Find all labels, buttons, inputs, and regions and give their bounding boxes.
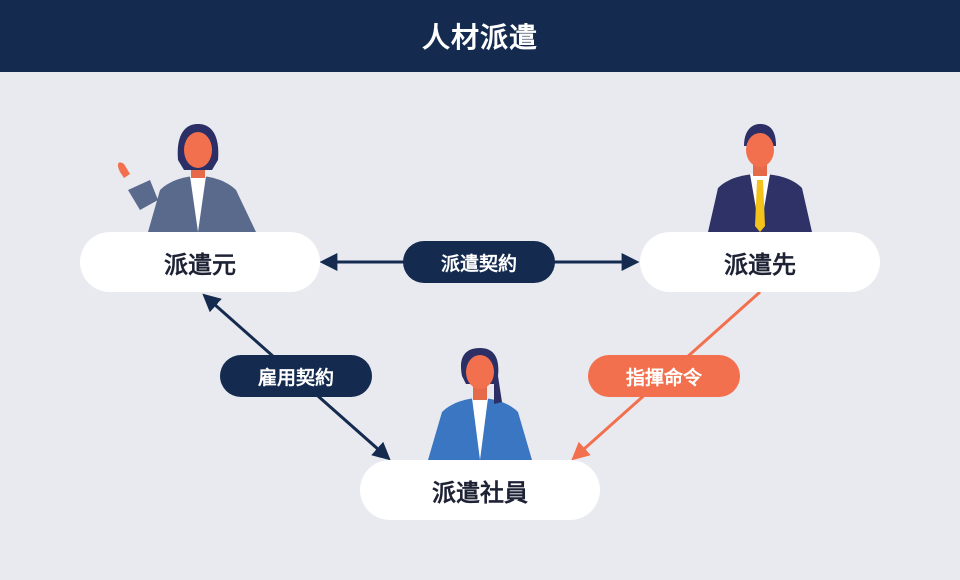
header-bar: 人材派遣: [0, 0, 960, 72]
command-order-label: 指揮命令: [625, 366, 702, 389]
employment-contract-pill: 雇用契約: [220, 355, 372, 397]
dispatcher-node: 派遣元: [80, 232, 320, 292]
client-label: 派遣先: [724, 250, 796, 279]
dispatch-contract-pill: 派遣契約: [403, 241, 555, 283]
worker-label: 派遣社員: [432, 478, 528, 507]
employment-contract-label: 雇用契約: [257, 366, 334, 389]
dispatcher-person-icon: [117, 124, 256, 232]
worker-person-icon: [428, 348, 532, 460]
client-person-icon: [708, 124, 812, 232]
command-order-pill: 指揮命令: [588, 355, 740, 397]
client-node: 派遣先: [640, 232, 880, 292]
dispatch-contract-label: 派遣契約: [440, 252, 517, 275]
page-title: 人材派遣: [421, 21, 538, 54]
dispatcher-label: 派遣元: [164, 250, 236, 279]
worker-node: 派遣社員: [360, 460, 600, 520]
